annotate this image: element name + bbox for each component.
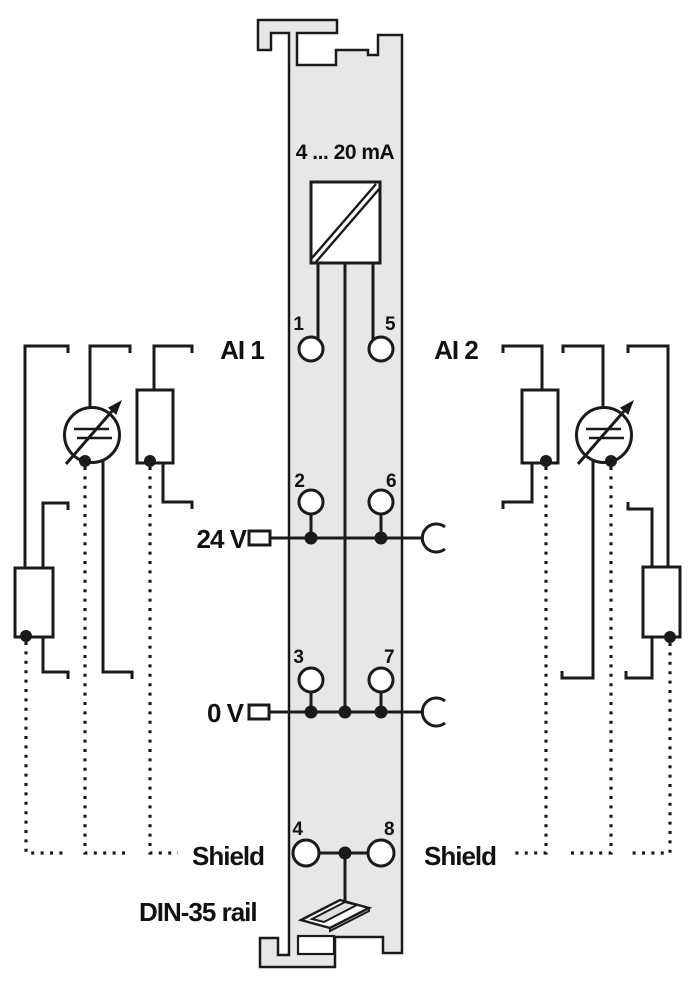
terminal-row-1-5: 1 5 — [293, 314, 396, 363]
right-sensor-circuit — [501, 344, 682, 855]
din-rail-label: DIN-35 rail — [139, 897, 257, 927]
converter-diagonal-1 — [311, 183, 377, 259]
load-bottom-right-bottom-lead — [624, 637, 654, 680]
channel-2-label: AI 2 — [434, 335, 478, 365]
module-bottom-notch — [296, 934, 336, 956]
terminal-6-number: 6 — [386, 471, 397, 492]
load-resistor-top-left — [135, 388, 175, 465]
terminal-1-number: 1 — [293, 314, 304, 335]
shield-tap-dot — [605, 455, 617, 467]
terminal-2-number: 2 — [294, 471, 305, 492]
shield-label-left: Shield — [192, 841, 264, 871]
terminal-5-number: 5 — [385, 314, 396, 335]
adjustable-current-source-icon-right — [575, 400, 634, 465]
terminal-7-number: 7 — [384, 647, 395, 668]
terminal-4-contact — [291, 838, 321, 868]
junction-dot — [374, 705, 388, 719]
supply-24v-label: 24 V — [197, 524, 248, 554]
junction-dot — [304, 531, 318, 545]
adjustable-current-source-icon-left — [63, 400, 122, 465]
source-arrow-head — [108, 400, 122, 415]
wire-hook-left-a — [23, 344, 70, 568]
terminal-1-contact — [297, 335, 325, 363]
source-arrow-shaft — [576, 409, 627, 465]
terminal-5-contact — [367, 335, 395, 363]
ground-0v-connector — [247, 703, 271, 721]
load-top-left-bottom-lead — [161, 463, 194, 509]
junction-dot — [338, 705, 352, 719]
bus-0v-continuation-arc — [420, 696, 446, 728]
source-bottom-lead-left — [101, 460, 134, 679]
wire-hook-right-c — [501, 344, 544, 390]
terminal-4-number: 4 — [292, 819, 303, 840]
ground-0v-label: 0 V — [207, 698, 245, 728]
source-arrow-head — [620, 400, 634, 415]
din-rail-edge — [329, 908, 370, 933]
terminal-3-number: 3 — [293, 647, 304, 668]
load-bottom-left-bottom-lead — [41, 637, 70, 679]
shield-bus: 4 8 — [291, 819, 396, 903]
shield-wire-dotted — [628, 643, 672, 855]
shield-wire-dotted — [83, 467, 128, 855]
measuring-range-label: 4 ... 20 mA — [296, 141, 395, 164]
shield-wire-dotted — [515, 467, 548, 855]
load-top-right-bottom-lead — [501, 463, 534, 509]
junction-dot — [374, 531, 388, 545]
wire-hook-left-d — [41, 501, 70, 568]
terminal-6-contact — [367, 488, 395, 516]
load-resistor-bottom-left — [13, 566, 55, 639]
channel-1-label: AI 1 — [220, 335, 264, 365]
bus-24v-continuation-arc — [420, 522, 446, 554]
shield-tap-dot — [664, 631, 676, 643]
shield-tap-dot — [144, 455, 156, 467]
converter-diagonal-2 — [315, 187, 381, 263]
terminal-3-contact — [297, 666, 325, 694]
load-resistor-top-right — [520, 388, 560, 465]
ad-converter-icon — [309, 180, 382, 712]
shield-tap-dot — [540, 455, 552, 467]
shield-tap-dot — [79, 455, 91, 467]
wire-hook-right-b — [561, 344, 605, 408]
terminal-7-contact — [367, 666, 395, 694]
terminal-2-contact — [297, 488, 325, 516]
junction-dot — [304, 705, 318, 719]
left-sensor-circuit — [13, 344, 194, 855]
source-arrow-shaft — [64, 409, 115, 465]
shield-wire-dotted — [568, 467, 613, 855]
wire-hook-right-d — [626, 502, 654, 568]
shield-tap-dot — [20, 630, 32, 642]
shield-wire-dotted — [148, 467, 178, 855]
shield-label-right: Shield — [424, 841, 496, 871]
din-rail-channel — [309, 900, 360, 924]
converter-box — [309, 180, 382, 265]
din-rail-icon — [297, 898, 373, 933]
terminal-8-contact — [366, 838, 396, 868]
wire-hook-left-b — [88, 344, 132, 408]
terminal-8-number: 8 — [384, 819, 395, 840]
wire-hook-left-c — [152, 344, 194, 390]
shield-wire-dotted — [24, 642, 68, 855]
bus-24v: 2 6 24 V — [197, 471, 446, 554]
bus-0v: 3 7 0 V — [207, 647, 446, 728]
source-bottom-lead-right — [560, 460, 595, 680]
wire-hook-right-a — [626, 344, 670, 568]
supply-24v-connector — [247, 529, 272, 547]
load-resistor-bottom-right — [641, 565, 682, 639]
